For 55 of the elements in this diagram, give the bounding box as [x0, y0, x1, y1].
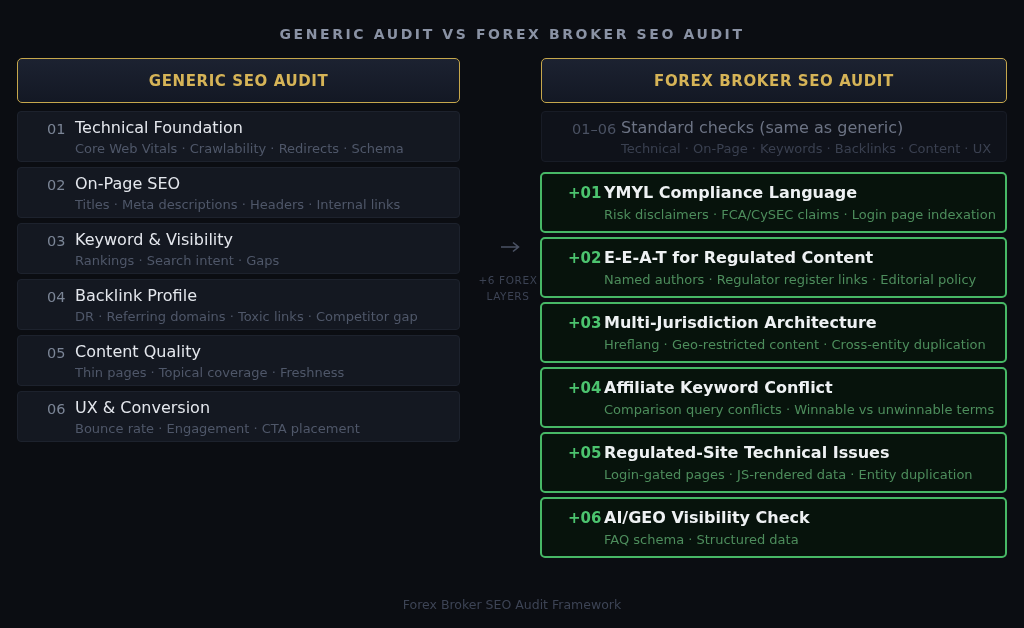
card-description: Hreflang · Geo-restricted content · Cross-entity duplication	[604, 336, 986, 353]
step-number: 01–06	[572, 120, 617, 139]
card-title: AI/GEO Visibility Check	[604, 508, 810, 528]
card-description: Bounce rate · Engagement · CTA placement	[75, 420, 360, 437]
diagram-title: GENERIC AUDIT VS FOREX BROKER SEO AUDIT	[278, 25, 746, 44]
step-number: +03	[568, 313, 602, 333]
card-title: E-E-A-T for Regulated Content	[604, 248, 874, 268]
audit-card	[540, 302, 1007, 363]
audit-card	[17, 111, 460, 162]
audit-card	[540, 497, 1007, 558]
card-description: Risk disclaimers · FCA/CySEC claims · Login page indexation	[604, 206, 996, 223]
card-title: Backlink Profile	[75, 286, 197, 306]
card-description: Login-gated pages · JS-rendered data · Entity duplication	[604, 466, 973, 483]
card-description: DR · Referring domains · Toxic links · Competitor gap	[75, 308, 418, 325]
card-title: Technical Foundation	[75, 118, 243, 138]
audit-card	[540, 432, 1007, 493]
card-description: Titles · Meta descriptions · Headers · Internal links	[75, 196, 401, 213]
card-title: Content Quality	[75, 342, 201, 362]
step-number: 06	[47, 400, 66, 419]
card-title: YMYL Compliance Language	[604, 183, 858, 203]
step-number: +06	[568, 508, 602, 528]
step-number: 01	[47, 120, 66, 139]
column-header: GENERIC SEO AUDIT	[17, 58, 460, 103]
step-number: 03	[47, 232, 66, 251]
card-description: FAQ schema · Structured data	[604, 531, 799, 548]
card-title: UX & Conversion	[75, 398, 211, 418]
audit-card	[540, 172, 1007, 233]
card-description: Named authors · Regulator register links · Editorial policy	[604, 271, 977, 288]
step-number: +04	[568, 378, 602, 398]
step-number: 04	[47, 288, 66, 307]
audit-card	[540, 367, 1007, 428]
audit-card	[17, 391, 460, 442]
step-number: +02	[568, 248, 602, 268]
arrow-caption: +6 FOREX LAYERS	[477, 273, 539, 304]
step-number: +05	[568, 443, 602, 463]
card-title: Keyword & Visibility	[75, 230, 234, 250]
step-number: 02	[47, 176, 66, 195]
audit-card	[17, 223, 460, 274]
audit-card	[17, 167, 460, 218]
step-number: +01	[568, 183, 602, 203]
footer-caption: Forex Broker SEO Audit Framework	[401, 596, 623, 614]
column-header: FOREX BROKER SEO AUDIT	[541, 58, 1007, 103]
audit-card	[17, 335, 460, 386]
card-title: Affiliate Keyword Conflict	[604, 378, 833, 398]
card-title: On-Page SEO	[75, 174, 181, 194]
card-description: Core Web Vitals · Crawlability · Redirects · Schema	[75, 140, 404, 157]
card-description: Rankings · Search intent · Gaps	[75, 252, 280, 269]
card-title: Standard checks (same as generic)	[621, 118, 904, 138]
audit-card	[540, 237, 1007, 298]
card-description: Thin pages · Topical coverage · Freshness	[75, 364, 345, 381]
card-title: Regulated-Site Technical Issues	[604, 443, 890, 463]
audit-card	[17, 279, 460, 330]
card-title: Multi-Jurisdiction Architecture	[604, 313, 877, 333]
card-description: Comparison query conflicts · Winnable vs unwinnable terms	[604, 401, 995, 418]
step-number: 05	[47, 344, 66, 363]
